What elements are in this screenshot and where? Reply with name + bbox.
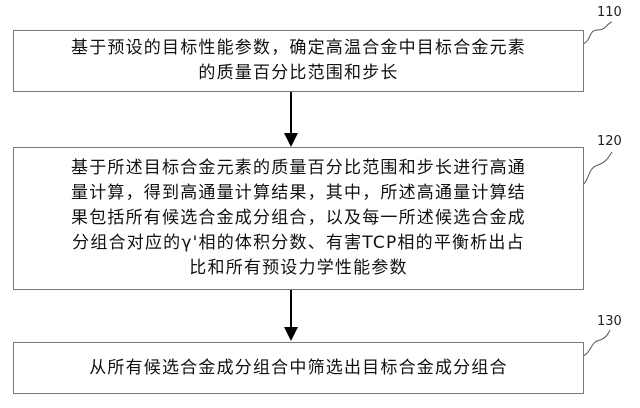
step-box-120: 基于所述目标合金元素的质量百分比范围和步长进行高通 量计算，得到高通量计算结果，… — [13, 147, 584, 290]
step-text-line: 基于所述目标合金元素的质量百分比范围和步长进行高通 — [71, 158, 526, 178]
leader-120 — [582, 151, 613, 186]
step-text-line: 比和所有预设力学性能参数 — [189, 258, 408, 278]
step-label-120: 120 — [597, 134, 622, 149]
arrow-120-130 — [284, 290, 298, 341]
step-label-110: 110 — [597, 5, 622, 20]
leader-130 — [582, 329, 611, 357]
step-text-line: 量计算，得到高通量计算结果，其中，所述高通量计算结 — [71, 183, 526, 203]
step-text-line: 分组合对应的γ'相的体积分数、有害TCP相的平衡析出占 — [72, 233, 525, 253]
step-label-130: 130 — [597, 314, 622, 329]
step-text-line: 果包括所有候选合金成分组合，以及每一所述候选合金成 — [71, 208, 526, 228]
step-text-line: 从所有候选合金成分组合中筛选出目标合金成分组合 — [89, 357, 508, 378]
arrow-110-120 — [284, 92, 298, 147]
step-text-line: 基于预设的目标性能参数，确定高温合金中目标合金元素 — [71, 38, 526, 58]
step-text-line: 的质量百分比范围和步长 — [198, 63, 399, 83]
leader-110 — [582, 21, 613, 45]
step-box-110: 基于预设的目标性能参数，确定高温合金中目标合金元素 的质量百分比范围和步长 — [13, 30, 584, 92]
step-box-130: 从所有候选合金成分组合中筛选出目标合金成分组合 — [13, 342, 584, 394]
